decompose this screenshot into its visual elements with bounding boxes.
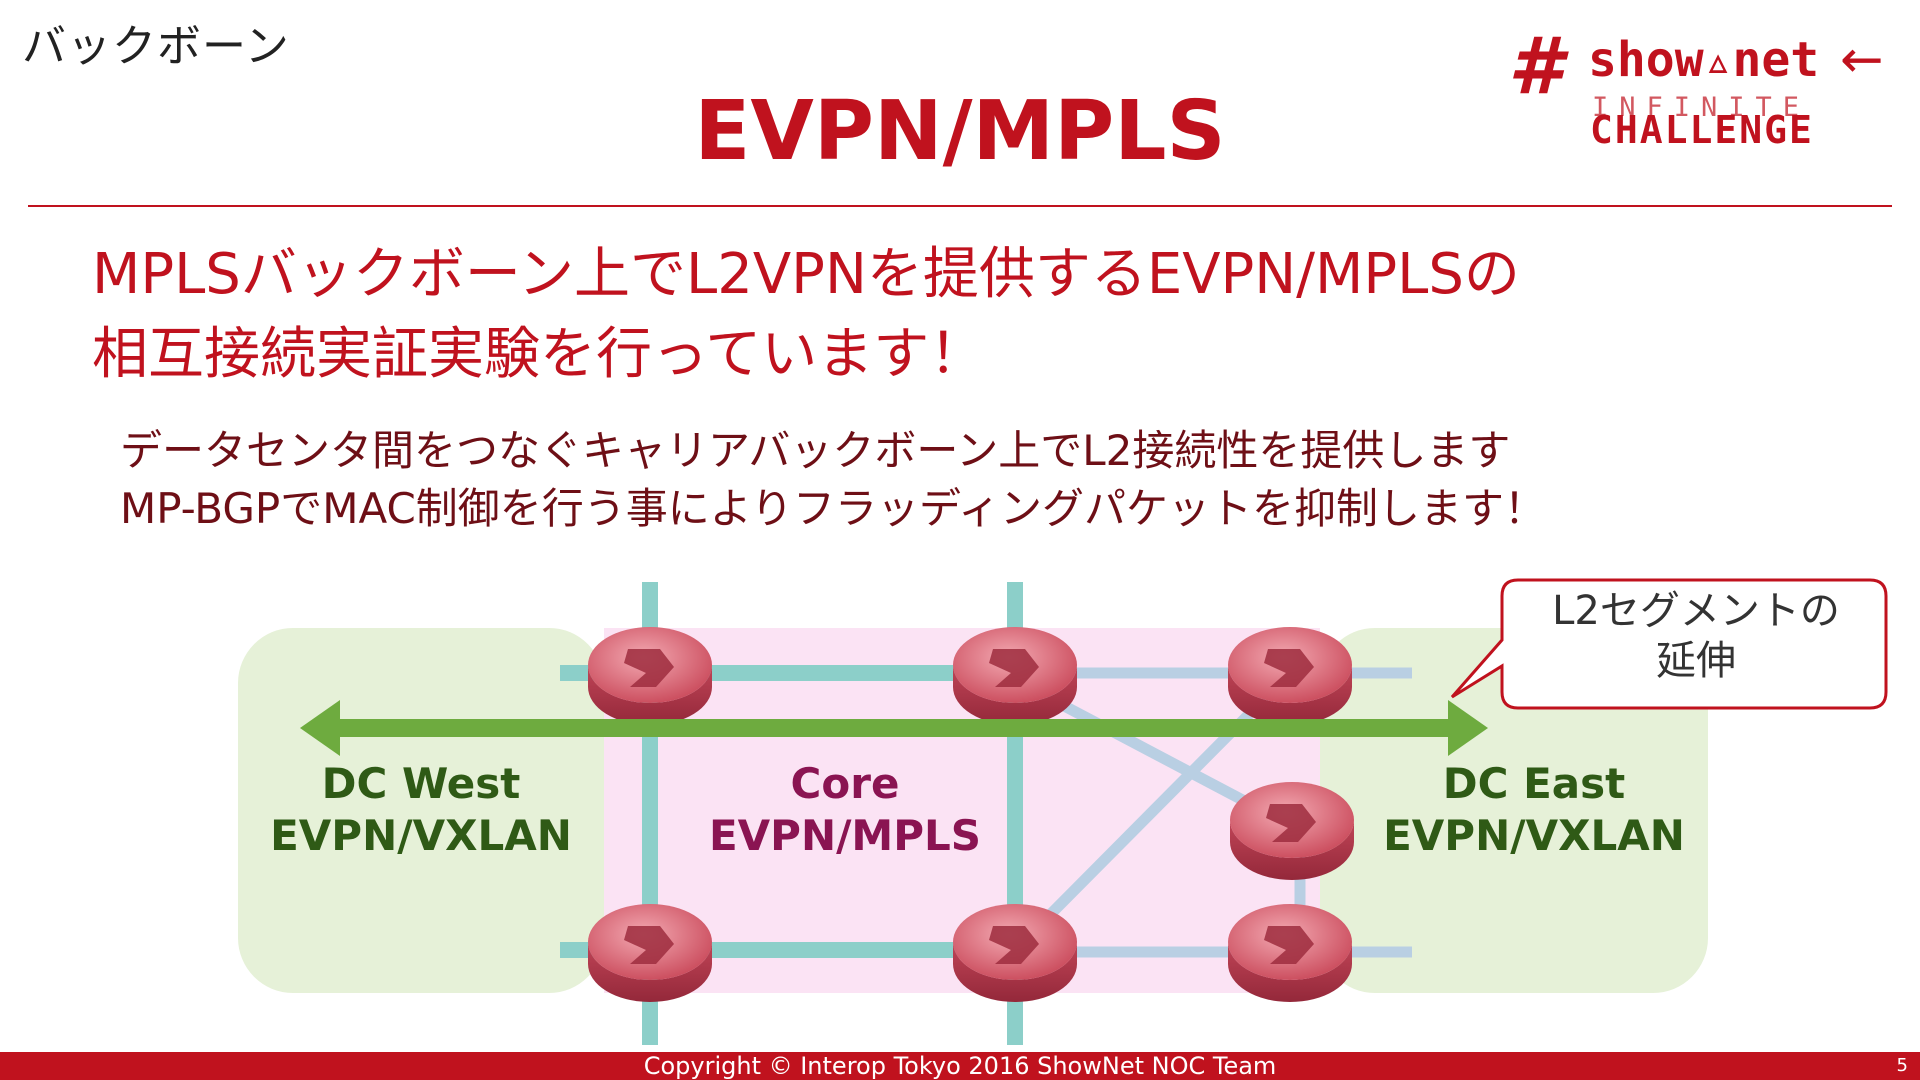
logo-arrow-icon: ← [1840, 30, 1884, 90]
shownet-logo: # show▵net ← INFINITE CHALLENGE [1500, 20, 1910, 160]
router-east-mid [1230, 782, 1354, 880]
dc-east-label: DC East EVPN/VXLAN [1340, 758, 1728, 862]
l2-extension-arrow [300, 700, 1488, 756]
router-east-top [1228, 627, 1352, 725]
dc-east-name: DC East [1442, 759, 1626, 808]
core-name: Core [790, 759, 900, 808]
callout-line-1: L2セグメントの [1552, 588, 1840, 634]
core-label: Core EVPN/MPLS [640, 758, 1050, 862]
copyright-text: Copyright © Interop Tokyo 2016 ShowNet N… [643, 1052, 1277, 1080]
page-number: 5 [1896, 1055, 1908, 1076]
dc-west-label: DC West EVPN/VXLAN [238, 758, 604, 862]
title-divider [28, 205, 1892, 207]
section-label: バックボーン [22, 21, 290, 72]
router-core-bm [953, 904, 1077, 1002]
footer-bar: Copyright © Interop Tokyo 2016 ShowNet N… [0, 1052, 1920, 1080]
callout-bubble [1450, 578, 1888, 710]
detail-line-2: MP-BGPでMAC制御を行う事によりフラッディングパケットを抑制します！ [120, 484, 1547, 533]
logo-infinite: INFINITE [1592, 92, 1811, 123]
router-core-tm [953, 627, 1077, 725]
core-tech: EVPN/MPLS [708, 811, 982, 860]
logo-wordmark: show▵net [1588, 32, 1820, 88]
router-core-tl [588, 627, 712, 725]
lead-line-2: 相互接続実証実験を行っています！ [92, 322, 986, 387]
lead-line-1: MPLSバックボーン上でL2VPNを提供するEVPN/MPLSの [92, 242, 1520, 307]
callout-line-2: 延伸 [1656, 638, 1736, 684]
router-east-bottom [1228, 904, 1352, 1002]
dc-west-tech: EVPN/VXLAN [270, 811, 572, 860]
slide-title: EVPN/MPLS [694, 84, 1226, 179]
dc-east-tech: EVPN/VXLAN [1383, 811, 1685, 860]
logo-hash-mark: # [1508, 22, 1563, 112]
dc-west-name: DC West [321, 759, 521, 808]
detail-line-1: データセンタ間をつなぐキャリアバックボーン上でL2接続性を提供します [120, 426, 1511, 475]
logo-challenge: CHALLENGE [1590, 108, 1814, 152]
callout-text: L2セグメントの 延伸 [1506, 586, 1886, 686]
router-core-bl [588, 904, 712, 1002]
